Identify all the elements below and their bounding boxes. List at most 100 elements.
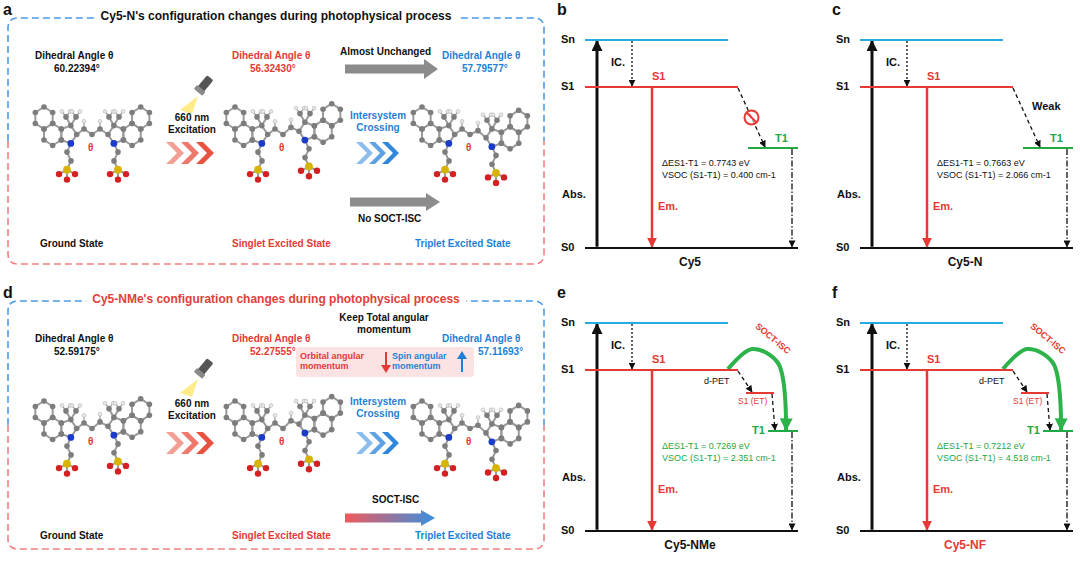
atom-ball xyxy=(82,413,86,417)
atom-ball xyxy=(121,418,127,424)
atom-ball xyxy=(121,126,127,132)
atom-ball xyxy=(442,176,448,182)
dye-name: Cy5-N xyxy=(915,256,1015,270)
atom-ball xyxy=(499,408,503,412)
state-label: Singlet Excited State xyxy=(232,530,331,542)
level-label: S0 xyxy=(561,524,574,537)
g-shape xyxy=(194,357,215,379)
atom-ball xyxy=(516,425,522,431)
flashlight-icon xyxy=(180,74,214,114)
level-label: S1 (ET) xyxy=(738,397,767,407)
atom-ball xyxy=(129,435,135,441)
dpet-arrow xyxy=(738,371,752,392)
atom-ball xyxy=(460,119,464,123)
atom-ball xyxy=(250,431,256,437)
atom-ball xyxy=(460,413,464,417)
atom-ball xyxy=(501,174,507,180)
atom-ball xyxy=(329,394,335,400)
edge-label: Em. xyxy=(658,483,678,496)
atom-ball xyxy=(437,137,443,143)
atom-ball xyxy=(116,406,122,412)
atom-ball xyxy=(115,441,121,447)
soc-value: VSOC (S1-T1) = 0.400 cm-1 xyxy=(662,170,776,180)
atom-ball xyxy=(493,180,499,186)
atom-ball xyxy=(59,137,65,143)
atom-ball xyxy=(289,411,293,415)
panel-letter: b xyxy=(557,1,567,19)
atom-ball xyxy=(41,420,47,426)
emission-arrow xyxy=(651,88,654,247)
energy-level: T1 xyxy=(1023,147,1073,149)
atom-ball xyxy=(525,113,531,119)
atom-ball xyxy=(50,121,56,127)
triplet-decay-arrow xyxy=(791,432,792,530)
atom-ball xyxy=(306,146,312,152)
atom-ball xyxy=(263,465,269,471)
atom-ball xyxy=(41,137,47,143)
atom-ball xyxy=(302,412,308,418)
molecule-model xyxy=(411,104,531,186)
atom-ball xyxy=(121,429,127,435)
chevron-arrow xyxy=(166,142,184,164)
atom-ball xyxy=(314,461,320,467)
atom-ball xyxy=(507,408,513,414)
atom-ball xyxy=(441,408,447,414)
atom-ball xyxy=(494,413,500,419)
atom-ball xyxy=(138,137,144,143)
polygon-shape xyxy=(180,379,198,397)
atom-ball xyxy=(459,126,465,132)
atom-ball xyxy=(273,413,277,417)
atom-ball xyxy=(114,166,122,174)
panel-border-bottom xyxy=(8,141,544,264)
isc-label: Intersystem Crossing xyxy=(344,396,412,419)
atom-ball xyxy=(501,469,507,475)
atom-ball xyxy=(255,149,261,155)
energy-level: S0 xyxy=(585,247,798,250)
atom-ball xyxy=(41,431,47,437)
atom-ball xyxy=(442,443,448,449)
atom-ball xyxy=(493,475,499,481)
atom-ball xyxy=(507,441,513,447)
atom-ball xyxy=(419,104,425,110)
panel-border-bottom xyxy=(8,425,544,549)
atom-ball xyxy=(516,436,522,442)
atom-ball xyxy=(320,117,326,123)
soct-isc-band-arrow xyxy=(345,510,435,526)
atom-ball xyxy=(489,126,495,132)
atom-ball xyxy=(329,123,335,129)
level-label: S1 xyxy=(561,363,574,376)
atom-ball xyxy=(516,403,522,409)
atom-ball xyxy=(485,469,491,475)
atom-ball xyxy=(306,466,312,472)
absorption-arrow xyxy=(871,41,874,247)
et-to-triplet-arrow xyxy=(772,394,775,430)
atom-ball xyxy=(499,130,505,136)
mechanism-note: SOCT-ISC xyxy=(372,494,419,506)
atom-ball xyxy=(507,124,513,130)
atom-ball xyxy=(297,111,303,117)
edge-label: Abs. xyxy=(837,188,861,201)
atom-ball xyxy=(451,408,457,414)
angle-caption: Dihedral Angle θ xyxy=(232,333,310,345)
triplet-decay-arrow xyxy=(791,149,792,247)
edge-label: Em. xyxy=(933,200,953,213)
edge-label: d-PET xyxy=(704,376,730,386)
atom-ball xyxy=(499,141,505,147)
atom-ball xyxy=(264,114,270,120)
state-label: Triplet Excited State xyxy=(415,238,511,250)
atom-ball xyxy=(450,465,456,471)
chevron-arrow xyxy=(369,432,386,454)
angle-symbol: θ xyxy=(88,436,93,448)
energy-level: T1 xyxy=(1043,430,1073,432)
atom-ball xyxy=(63,114,69,120)
atom-ball xyxy=(451,114,457,120)
atom-ball xyxy=(121,110,125,114)
atom-ball xyxy=(428,143,434,149)
atom-ball xyxy=(441,460,449,468)
atom-ball xyxy=(491,113,495,117)
state-label: Singlet Excited State xyxy=(232,238,331,250)
internal-conversion-arrow xyxy=(631,324,632,369)
atom-ball xyxy=(304,106,308,110)
atom-ball xyxy=(111,450,117,456)
atom-ball xyxy=(121,429,127,435)
